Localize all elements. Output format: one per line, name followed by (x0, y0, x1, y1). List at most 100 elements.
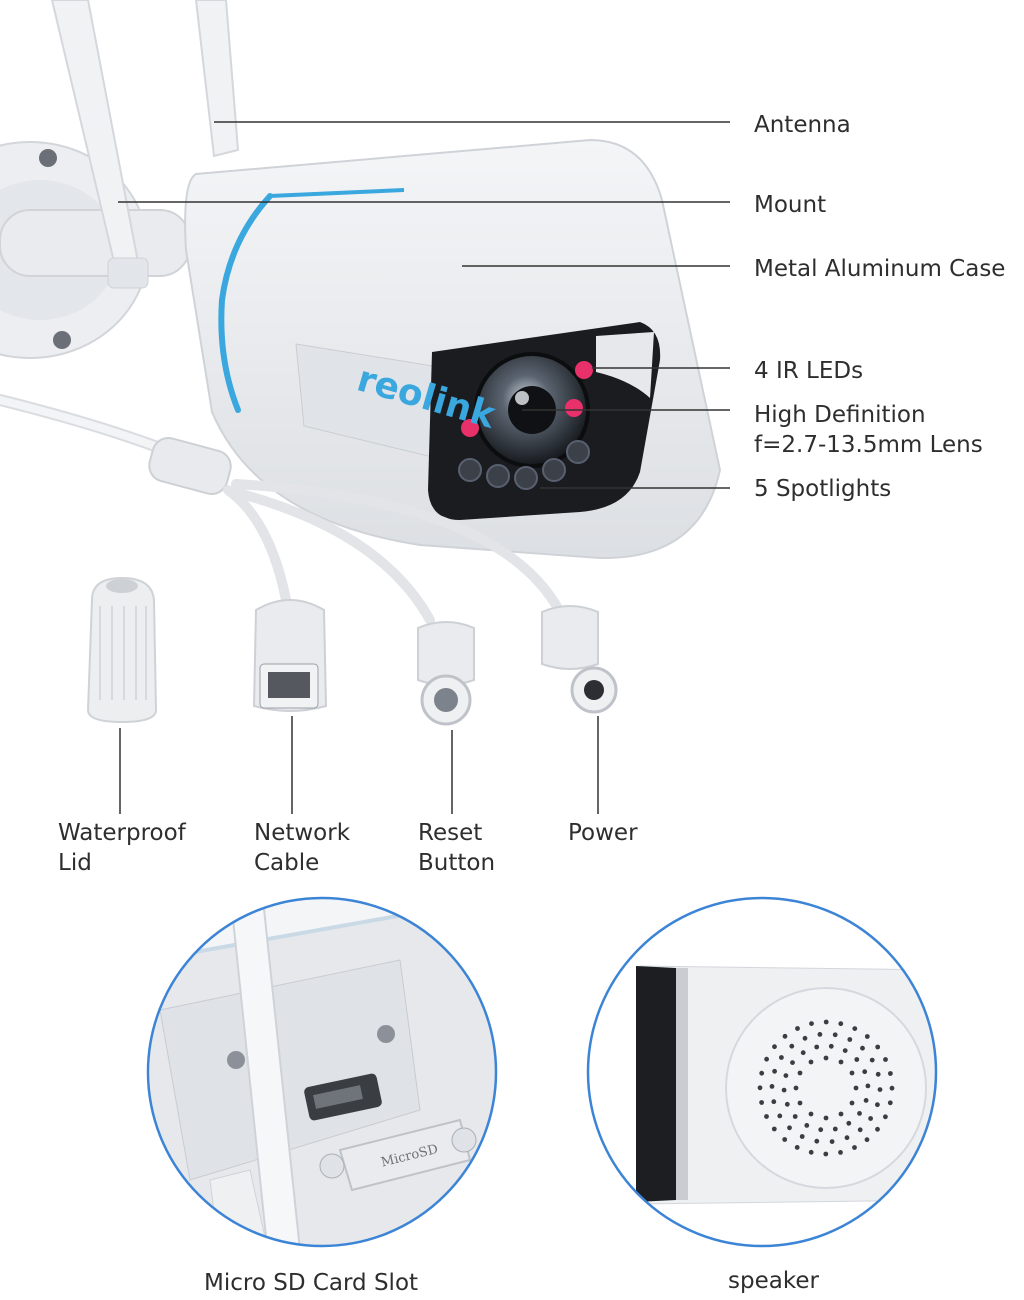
sd-detail-circle: MicroSD (146, 896, 498, 1248)
speaker-hole (868, 1116, 873, 1121)
speaker-hole (817, 1032, 823, 1037)
speaker-hole (764, 1056, 769, 1062)
speaker-hole (863, 1098, 869, 1103)
speaker-hole (772, 1044, 777, 1050)
speaker-hole (832, 1126, 838, 1132)
speaker-hole (771, 1126, 777, 1132)
speaker-hole (789, 1043, 795, 1049)
speaker-hole (888, 1071, 893, 1076)
label-network-cable: Network Cable (254, 818, 350, 878)
speaker-hole (809, 1021, 814, 1026)
speaker-hole (838, 1059, 844, 1065)
callout-mount: Mount (754, 192, 827, 218)
speaker-hole (779, 1055, 784, 1060)
power-connector (541, 605, 618, 714)
label-power: Power (568, 820, 638, 846)
speaker-hole (857, 1127, 863, 1133)
callout-spotlights: 5 Spotlights (754, 476, 892, 502)
speaker-hole (769, 1084, 775, 1089)
label-waterproof-lid-line2: Lid (58, 850, 92, 876)
speaker-hole (808, 1059, 814, 1065)
speaker-hole (865, 1083, 871, 1089)
speaker-hole (797, 1100, 803, 1106)
speaker-hole (875, 1102, 880, 1108)
speaker-hole (844, 1135, 850, 1141)
leader-lines (118, 121, 730, 814)
reset-connector (417, 621, 475, 726)
cables (0, 394, 565, 625)
speaker-hole (814, 1044, 820, 1050)
speaker-hole (784, 1101, 790, 1107)
ir-led (565, 399, 583, 417)
speaker-hole (849, 1100, 855, 1106)
speaker-hole (795, 1026, 800, 1031)
speaker-hole (875, 1044, 881, 1050)
accent-stripe (218, 193, 273, 413)
label-network-cable-line2: Cable (254, 850, 320, 876)
speaker-hole (853, 1085, 859, 1091)
speaker-hole (793, 1085, 799, 1091)
speaker-hole (838, 1150, 843, 1155)
label-micro-sd-slot: Micro SD Card Slot (204, 1270, 419, 1296)
speaker-hole (828, 1043, 834, 1049)
speaker-hole (832, 1032, 838, 1038)
speaker-hole (823, 1055, 829, 1061)
ir-led (575, 361, 593, 379)
waterproof-lid (86, 576, 158, 724)
speaker-detail-circle (586, 896, 938, 1248)
speaker-hole (808, 1149, 814, 1155)
speaker-hole (860, 1045, 865, 1051)
speaker-hole (823, 1019, 829, 1025)
speaker-hole (802, 1035, 808, 1041)
speaker-hole (799, 1134, 805, 1139)
label-reset-button-line2: Button (418, 850, 496, 876)
speaker-hole (818, 1127, 824, 1133)
camera-body (184, 138, 722, 560)
speaker-grille (757, 1019, 895, 1157)
label-reset-button: Reset Button (418, 818, 495, 878)
callout-lens-line1: High Definition (754, 402, 926, 428)
callout-lens-line2: f=2.7-13.5mm Lens (754, 432, 983, 458)
speaker-hole (883, 1057, 888, 1062)
speaker-hole (804, 1123, 810, 1128)
speaker-hole (800, 1050, 806, 1056)
callout-lens: High Definition f=2.7-13.5mm Lens (754, 400, 983, 460)
callout-antenna: Antenna (754, 112, 851, 138)
speaker-hole (862, 1069, 868, 1075)
speaker-hole (782, 1137, 788, 1142)
speaker-hole (887, 1100, 893, 1106)
speaker-hole (790, 1060, 795, 1065)
speaker-hole (869, 1057, 875, 1063)
speaker-hole (852, 1026, 858, 1031)
speaker-hole (838, 1111, 844, 1117)
antennas (50, 0, 240, 289)
label-waterproof-lid-line1: Waterproof (58, 820, 186, 846)
spotlights (458, 440, 590, 490)
speaker-hole (864, 1137, 870, 1143)
speaker-hole (797, 1070, 803, 1076)
speaker-hole (764, 1114, 769, 1119)
speaker-hole (782, 1033, 788, 1039)
speaker-hole (759, 1070, 765, 1076)
speaker-hole (794, 1145, 800, 1150)
speaker-hole (772, 1068, 777, 1074)
speaker-hole (759, 1100, 764, 1105)
speaker-hole (842, 1048, 848, 1053)
network-connector (252, 599, 328, 712)
speaker-hole (852, 1145, 857, 1150)
speaker-hole (877, 1087, 883, 1092)
speaker-hole (808, 1111, 814, 1117)
callout-ir-leds: 4 IR LEDs (754, 358, 864, 384)
speaker-hole (792, 1114, 798, 1119)
speaker-hole (864, 1034, 870, 1039)
speaker-hole (823, 1151, 829, 1157)
speaker-hole (846, 1120, 852, 1126)
speaker-hole (777, 1113, 783, 1119)
label-waterproof-lid: Waterproof Lid (58, 818, 186, 878)
speaker-hole (838, 1021, 844, 1027)
speaker-hole (889, 1085, 895, 1091)
label-reset-button-line1: Reset (418, 820, 483, 846)
speaker-hole (883, 1114, 888, 1120)
